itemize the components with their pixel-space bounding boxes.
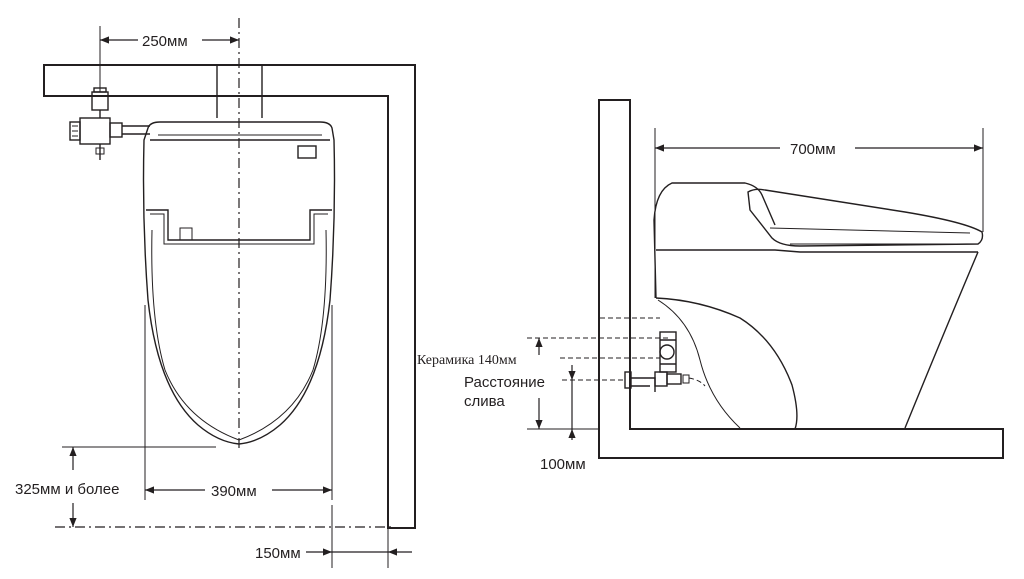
toilet-side-outline: [653, 182, 984, 430]
dim-label-drain-1: Расстояние: [464, 374, 545, 391]
dim-label-150: 150мм: [255, 545, 301, 562]
dim-label-250: 250мм: [142, 33, 188, 50]
dim-label-700: 700мм: [790, 141, 836, 158]
dim-label-100: 100мм: [540, 456, 586, 473]
wall-top-view: [43, 64, 416, 529]
dim-label-ceramic: Керамика 140мм: [417, 353, 517, 368]
side-view: 700мм Керамика 140мм Расстояние слива: [417, 99, 1004, 473]
water-valve-side-icon: [624, 331, 706, 392]
dim-label-drain-2: слива: [464, 393, 505, 410]
drain-pipe-top: [216, 65, 263, 118]
dim-label-390: 390мм: [211, 483, 257, 500]
toilet-top-outline: [142, 121, 336, 445]
wall-side-view: [598, 99, 1004, 459]
control-panel: [297, 145, 317, 159]
top-view: 250мм 390мм 325мм и более 150мм: [15, 18, 416, 568]
dim-label-325: 325мм и более: [15, 481, 119, 498]
water-valve-icon: [69, 87, 150, 160]
